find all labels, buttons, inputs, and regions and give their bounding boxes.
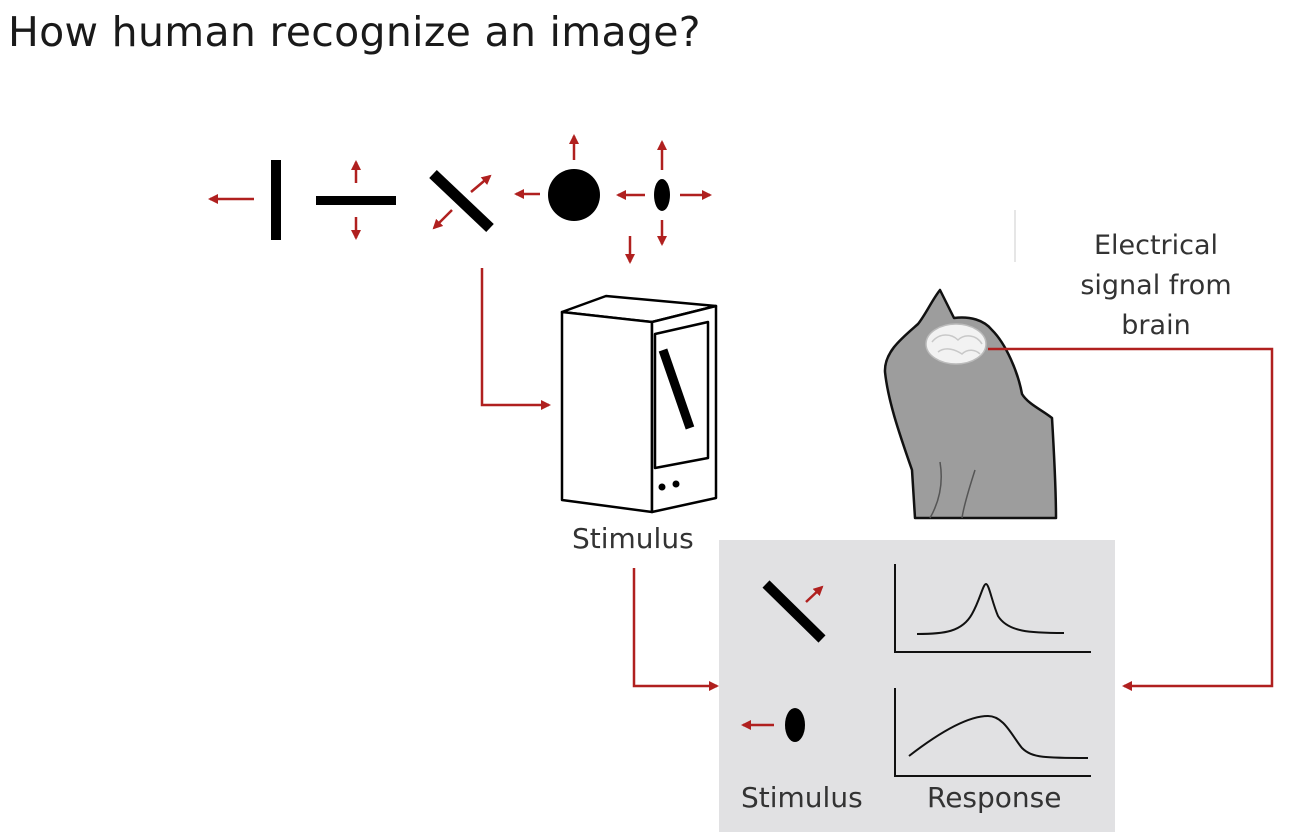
signal-label-line-2: signal from	[1080, 270, 1232, 301]
stimulus-axis-label: Stimulus	[741, 781, 863, 814]
brain-icon	[925, 323, 987, 365]
cat-icon	[883, 288, 1058, 520]
diagonal-bar-icon	[429, 170, 494, 232]
stimuli-row	[208, 134, 712, 264]
panel-diagonal-bar-icon	[762, 580, 826, 643]
connector-monitor-to-panel	[632, 568, 719, 691]
stimulus-monitor-label: Stimulus	[572, 522, 694, 555]
response-graph-top	[894, 564, 1091, 653]
small-ellipse-icon	[616, 140, 712, 264]
stimulus-monitor-icon	[560, 294, 718, 514]
signal-label-line-3: brain	[1121, 310, 1191, 341]
horizontal-bar-icon	[316, 160, 396, 240]
response-graph-bottom	[894, 688, 1091, 777]
page-title: How human recognize an image?	[8, 8, 701, 56]
response-panel	[719, 540, 1115, 832]
connector-bar-to-monitor	[480, 268, 551, 410]
panel-ellipse-icon	[741, 708, 805, 742]
connector-brain-to-panel	[988, 347, 1274, 691]
signal-label-line-1: Electrical	[1093, 230, 1219, 261]
signal-label: Electrical signal from brain	[1056, 226, 1256, 346]
vertical-bar-icon	[208, 160, 281, 240]
filled-circle-icon	[514, 134, 600, 221]
response-axis-label: Response	[927, 781, 1062, 814]
